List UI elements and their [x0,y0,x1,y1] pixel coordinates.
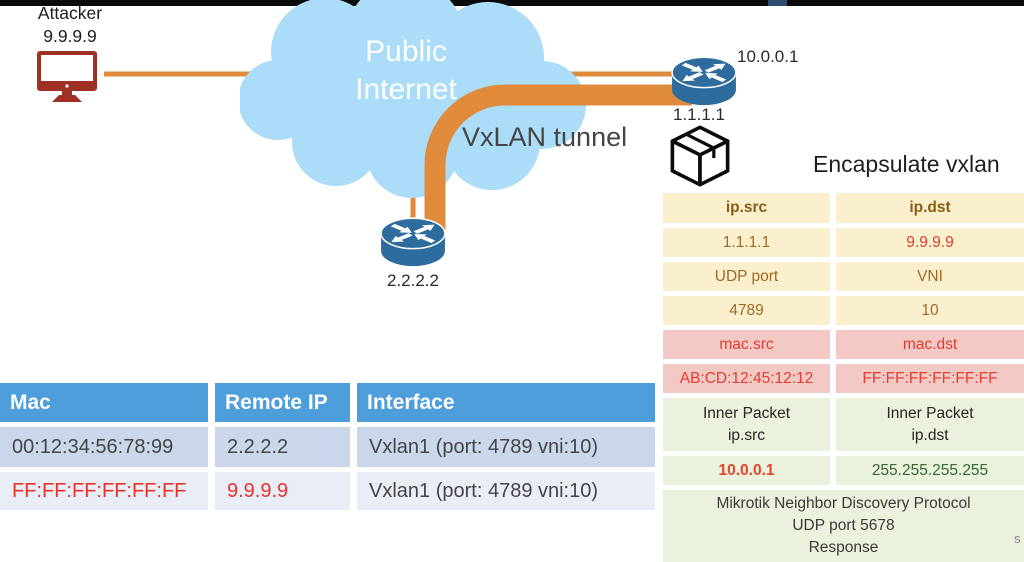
packet-cell-ip-dst-header: ip.dst [836,193,1024,223]
window-top-bar [0,0,1024,6]
router-remote-ip-label: 2.2.2.2 [387,271,439,290]
router-hq-lan-ip-label: 10.0.0.1 [737,47,799,66]
packet-cell-ip-src-value: 1.1.1.1 [663,228,830,257]
packet-cell-inner-ip-dst-header: Inner Packet ip.dst [836,398,1024,451]
fdb-row2-remote-ip: 9.9.9.9 [215,472,350,510]
corner-mark: s [1014,531,1021,546]
fdb-row1-mac: 00:12:34:56:78:99 [0,427,208,467]
vxlan-tunnel-label: VxLAN tunnel [462,122,628,152]
router-icon-remote [380,217,446,267]
vxlan-packet-table: ip.src ip.dst 1.1.1.1 9.9.9.9 UDP port V… [663,193,1024,562]
window-top-bar-segment [768,0,787,6]
packet-cell-mac-dst-header: mac.dst [836,330,1024,359]
packet-cell-inner-ip-src-value: 10.0.0.1 [663,456,830,485]
packet-cell-mac-src-header: mac.src [663,330,830,359]
packet-cell-ip-dst-value: 9.9.9.9 [836,228,1024,257]
fdb-header-remote-ip: Remote IP [215,383,350,422]
fdb-row1-interface: Vxlan1 (port: 4789 vni:10) [357,427,655,467]
packet-cell-mac-dst-value: FF:FF:FF:FF:FF:FF [836,364,1024,393]
packet-cell-payload: Mikrotik Neighbor Discovery Protocol UDP… [663,490,1024,562]
package-icon [670,125,730,187]
packet-cell-inner-ip-src-header: Inner Packet ip.src [663,398,830,451]
vxlan-tunnel-path [424,84,692,230]
fdb-row2-interface: Vxlan1 (port: 4789 vni:10) [357,472,655,510]
packet-cell-inner-ip-dst-value: 255.255.255.255 [836,456,1024,485]
packet-cell-mac-src-value: AB:CD:12:45:12:12 [663,364,830,393]
fdb-header-interface: Interface [357,383,655,422]
fdb-row1-remote-ip: 2.2.2.2 [215,427,350,467]
attacker-pc-icon [37,51,97,102]
fdb-table: Mac Remote IP Interface 00:12:34:56:78:9… [0,383,655,510]
fdb-header-mac: Mac [0,383,208,422]
router-icon-hq [671,56,737,106]
packet-cell-udp-port-value: 4789 [663,296,830,325]
packet-cell-vni-value: 10 [836,296,1024,325]
cloud-label: Public Internet [355,35,457,107]
encapsulate-title: Encapsulate vxlan [813,151,1000,177]
router-hq-wan-ip-label: 1.1.1.1 [673,105,725,124]
packet-cell-udp-port-label: UDP port [663,262,830,291]
attacker-label: Attacker 9.9.9.9 [37,3,103,47]
packet-cell-vni-label: VNI [836,262,1024,291]
packet-cell-ip-src-header: ip.src [663,193,830,223]
fdb-row2-mac: FF:FF:FF:FF:FF:FF [0,472,208,510]
